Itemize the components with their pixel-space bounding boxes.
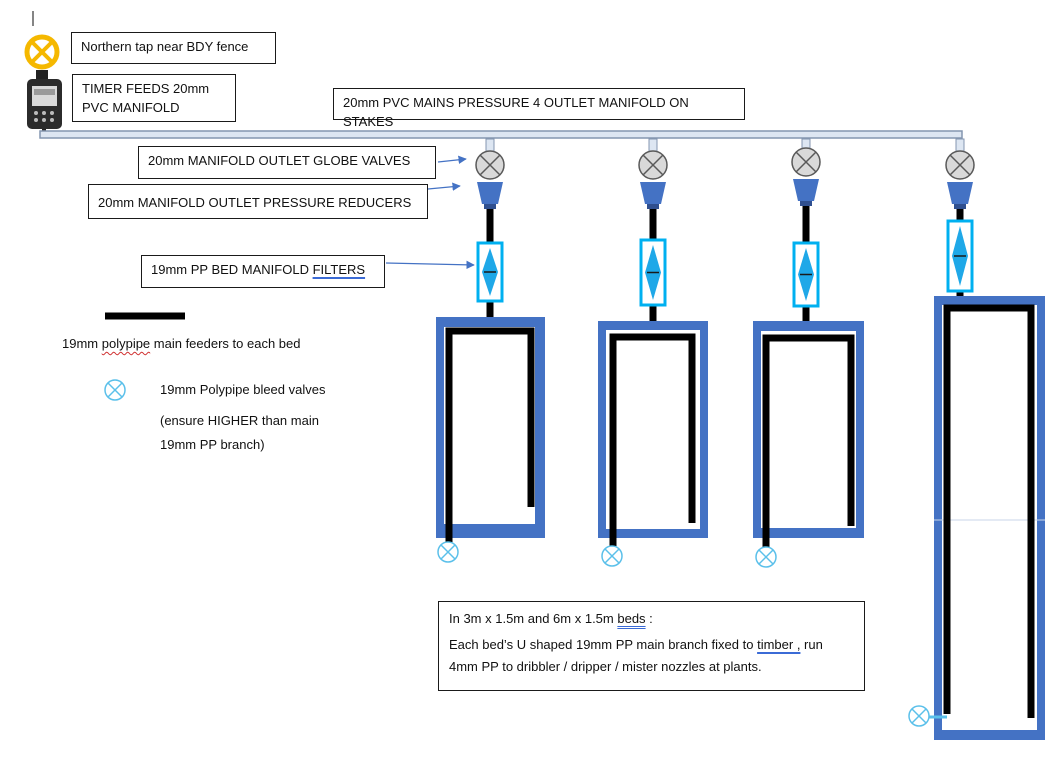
globe-valves-label: 20mm MANIFOLD OUTLET GLOBE VALVES [138,146,436,179]
pressure-reducer-icon [477,182,503,209]
arrow-pressure-reducers [427,182,461,191]
u-branch-pipe-2 [609,333,696,554]
bleed-valve-icon [601,545,623,567]
pressure-reducer-icon [640,182,666,209]
garden-bed-2-inner [606,330,700,529]
u-branch-pipe-4 [943,304,1035,718]
arrow-filters [385,260,475,270]
globe-valve-icon [475,150,505,180]
bleed-valve-icon [755,546,777,568]
beds-note-line2: Each bed’s U shaped 19mm PP main branch … [449,637,823,652]
garden-bed-3-inner [761,331,856,528]
u-branch-pipe-3 [762,334,855,555]
filter-icon [476,241,504,303]
garden-bed-1-inner [444,327,535,524]
bleed-valve-icon [104,379,126,401]
legend-feeder-text: 19mm polypipe main feeders to each bed [62,336,301,351]
manifold-label: 20mm PVC MAINS PRESSURE 4 OUTLET MANIFOL… [333,88,745,129]
pressure-reducers-label: 20mm MANIFOLD OUTLET PRESSURE REDUCERS [88,184,428,219]
globe-valve-icon [791,147,821,177]
legend-bleed-text: 19mm Polypipe bleed valves [160,382,326,397]
manifold-outlet-stub-4 [955,138,965,153]
tap-valve-icon [24,34,60,80]
u-branch-pipe-1 [445,327,535,550]
garden-bed-4-inner [942,305,1037,730]
filters-word: FILTERS [312,262,366,277]
filters-label: 19mm PP BED MANIFOLD FILTERS [141,255,385,288]
beds-note: In 3m x 1.5m and 6m x 1.5m beds : Each b… [438,601,865,691]
bleed-valve-icon [437,541,459,563]
manifold-outlet-stub-2 [648,138,658,153]
tap-label: Northern tap near BDY fence [71,32,276,64]
globe-valve-icon [638,150,668,180]
pvc-manifold [39,130,963,139]
globe-valve-icon [945,150,975,180]
beds-note-line3: 4mm PP to dribbler / dripper / mister no… [449,659,762,674]
pressure-reducer-icon [793,179,819,206]
timer-icon [27,79,62,129]
arrow-globe-valves [437,155,467,164]
filter-icon [639,238,667,307]
bleed-valve-icon [908,705,947,727]
filter-icon [792,241,820,308]
pressure-reducer-icon [947,182,973,209]
filter-icon [946,219,974,293]
beds-note-line1: In 3m x 1.5m and 6m x 1.5m beds : [449,611,653,626]
manifold-outlet-stub-1 [485,138,495,153]
